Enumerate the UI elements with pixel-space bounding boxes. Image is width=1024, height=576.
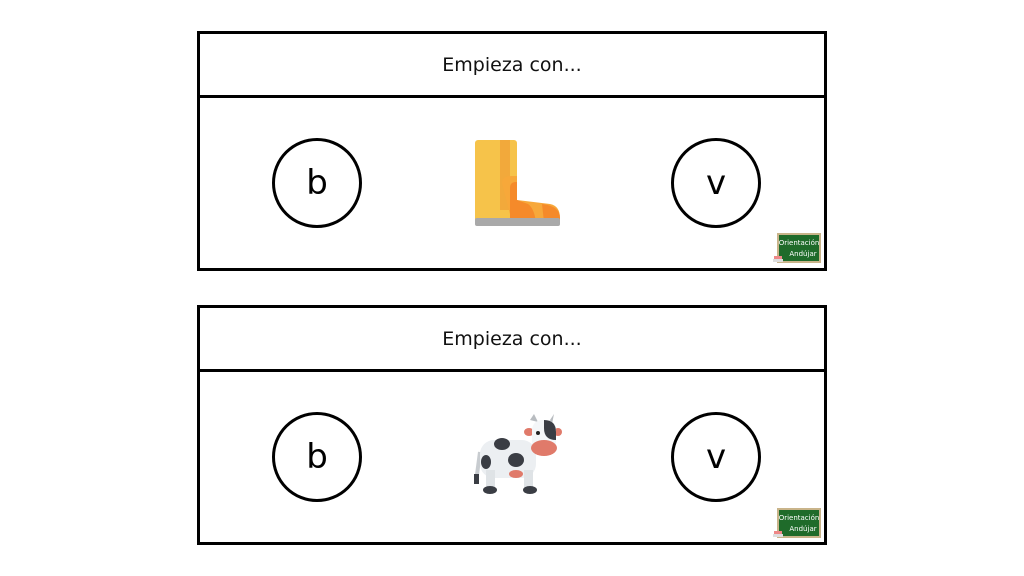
card-1: Empieza con... b v Orientación Andújar bbox=[197, 31, 827, 271]
option-label: v bbox=[705, 437, 727, 477]
prompt-text: Empieza con... bbox=[442, 327, 582, 350]
card-prompt: Empieza con... bbox=[200, 308, 824, 372]
card-prompt: Empieza con... bbox=[200, 34, 824, 98]
option-label: v bbox=[705, 163, 727, 203]
card-2: Empieza con... b v Orientación bbox=[197, 305, 827, 545]
option-label: b bbox=[306, 163, 328, 203]
cow-icon bbox=[474, 414, 562, 494]
option-v-button[interactable]: v bbox=[671, 138, 761, 228]
svg-text:Andújar: Andújar bbox=[789, 525, 816, 533]
svg-text:Orientación: Orientación bbox=[779, 239, 820, 247]
svg-text:Andújar: Andújar bbox=[789, 250, 816, 258]
orientacion-andujar-logo: Orientación Andújar bbox=[773, 508, 821, 538]
option-b-button[interactable]: b bbox=[272, 138, 362, 228]
option-v-button[interactable]: v bbox=[671, 412, 761, 502]
option-b-button[interactable]: b bbox=[272, 412, 362, 502]
svg-text:Orientación: Orientación bbox=[779, 514, 820, 522]
boot-icon bbox=[475, 140, 560, 226]
option-label: b bbox=[306, 437, 328, 477]
prompt-text: Empieza con... bbox=[442, 53, 582, 76]
orientacion-andujar-logo: Orientación Andújar bbox=[773, 233, 821, 263]
